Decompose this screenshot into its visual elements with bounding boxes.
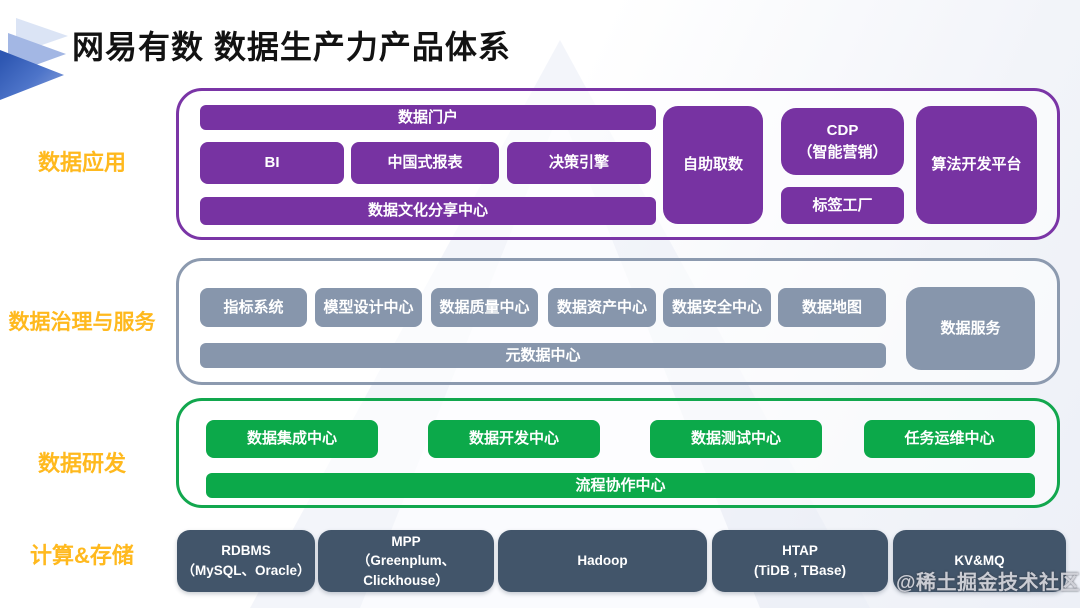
box-tag-factory: 标签工厂 bbox=[781, 187, 904, 224]
box-rdbms: RDBMS （MySQL、Oracle） bbox=[177, 530, 315, 592]
box-data-culture-sharing-center: 数据文化分享中心 bbox=[200, 197, 656, 225]
row-label-data-dev: 数据研发 bbox=[37, 451, 126, 476]
box-kvmq: KV&MQ bbox=[893, 530, 1066, 592]
community-watermark: @稀土掘金技术社区 bbox=[896, 572, 1080, 594]
box-data-security-center: 数据安全中心 bbox=[663, 288, 771, 327]
box-metadata-center: 元数据中心 bbox=[200, 343, 886, 368]
box-hadoop: Hadoop bbox=[498, 530, 707, 592]
box-algorithm-dev-platform: 算法开发平台 bbox=[916, 106, 1037, 224]
box-model-design-center: 模型设计中心 bbox=[315, 288, 422, 327]
box-data-asset-center: 数据资产中心 bbox=[548, 288, 656, 327]
row-label-compute-storage: 计算&存储 bbox=[30, 543, 134, 568]
box-task-ops-center: 任务运维中心 bbox=[864, 420, 1035, 458]
box-data-map: 数据地图 bbox=[778, 288, 886, 327]
box-indicator-system: 指标系统 bbox=[200, 288, 307, 327]
page-title: 网易有数 数据生产力产品体系 bbox=[72, 29, 511, 65]
box-data-test-center: 数据测试中心 bbox=[650, 420, 822, 458]
box-bi: BI bbox=[200, 142, 344, 184]
box-cdp-smart-marketing: CDP （智能营销） bbox=[781, 108, 904, 175]
box-chinese-style-report: 中国式报表 bbox=[351, 142, 499, 184]
box-process-collab-center: 流程协作中心 bbox=[206, 473, 1035, 498]
box-data-integration-center: 数据集成中心 bbox=[206, 420, 378, 458]
row-label-data-governance: 数据治理与服务 bbox=[8, 311, 156, 334]
box-mpp: MPP （Greenplum、Clickhouse） bbox=[318, 530, 494, 592]
box-self-service-data: 自助取数 bbox=[663, 106, 763, 224]
box-decision-engine: 决策引擎 bbox=[507, 142, 651, 184]
box-data-dev-center: 数据开发中心 bbox=[428, 420, 600, 458]
box-htap: HTAP (TiDB , TBase) bbox=[712, 530, 888, 592]
box-data-quality-center: 数据质量中心 bbox=[431, 288, 538, 327]
box-data-portal: 数据门户 bbox=[200, 105, 656, 130]
row-label-data-application: 数据应用 bbox=[37, 150, 126, 175]
box-data-service: 数据服务 bbox=[906, 287, 1035, 370]
